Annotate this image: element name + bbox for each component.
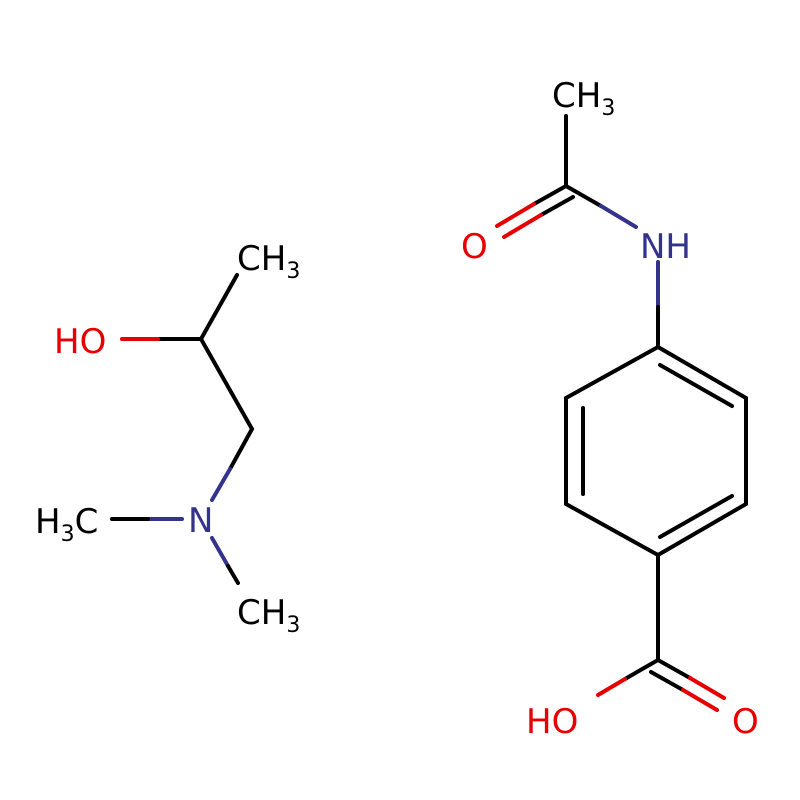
ring-bond-6 [564,345,660,400]
ring-inner-2 [658,494,734,539]
ring-bond-1 [656,345,748,400]
bond-c2-c1 [199,337,254,431]
bond-n-ch3-bottom [226,564,240,585]
bond-cacyl-o-1-red [495,202,536,228]
bond-ccooh-o-1-red [688,676,726,700]
left-ch3-top-label: CH3 [237,239,300,284]
right-molecule: CH3 O NH HO O [461,76,759,742]
bond-c1-n [228,427,254,471]
bond-ccooh-oh [623,658,660,681]
bond-c1-n-blue [210,467,232,502]
ring-bond-4 [564,502,660,557]
right-o-carbonyl-label: O [461,227,488,267]
bond-ccooh-o-2 [649,670,685,692]
left-h3c-label: H3C [35,502,98,547]
bond-ccooh-o-2-red [681,688,719,712]
bond-cacyl-o-1 [532,184,568,206]
bond-cacyl-nh [564,184,603,208]
right-o-acid-label: O [732,702,759,742]
ring-bond-3 [656,502,748,557]
right-nh-label: NH [640,227,691,267]
bond-n-ch3-bottom-blue [210,536,230,568]
bond-cacyl-nh-blue [599,204,638,229]
ring-inner-1 [658,363,734,408]
bond-cacyl-o-2 [539,195,575,217]
left-molecule: CH3 HO H3C N CH3 [35,239,300,638]
bond-ccooh-oh-red [596,677,627,697]
right-ho-acid-label: HO [526,702,578,742]
left-n-label: N [188,501,213,541]
left-ho-label: HO [54,322,106,362]
bond-c2-ch3 [199,273,239,341]
bond-cacyl-o-2-red [502,213,543,239]
bond-ccooh-o-1 [656,658,692,680]
left-ch3-bottom-label: CH3 [237,593,300,638]
right-ch3-top-label: CH3 [552,76,615,121]
